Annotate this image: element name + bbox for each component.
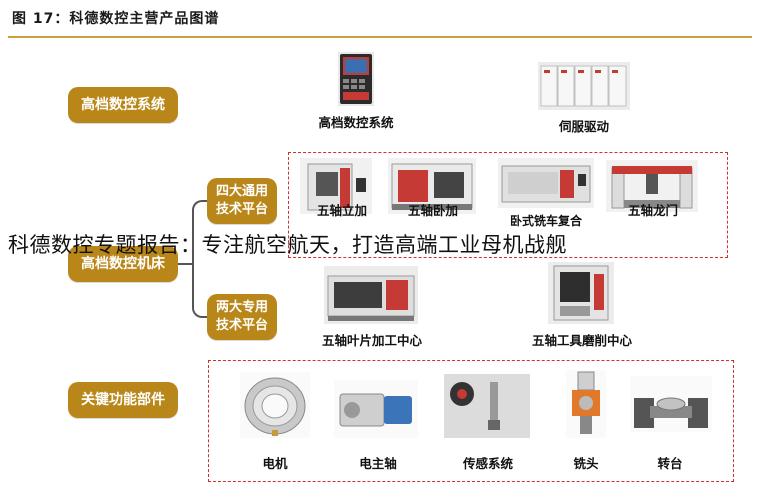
five-axis-vertical-image xyxy=(300,158,372,214)
cnc-panel-image xyxy=(338,52,374,106)
five-axis-horizontal-image xyxy=(388,158,476,214)
electric-spindle-image xyxy=(334,380,418,438)
turn-mill-lathe-caption: 卧式铣车复合 xyxy=(509,214,582,228)
motor-caption: 电机 xyxy=(262,456,288,471)
pill-general-platform: 四大通用 技术平台 xyxy=(207,178,277,224)
platform-bracket xyxy=(192,200,207,318)
milling-head-image xyxy=(566,370,606,438)
general-platform-box xyxy=(288,152,728,258)
pill-key-parts: 关键功能部件 xyxy=(68,382,178,418)
servo-drive-image xyxy=(538,62,630,110)
figure-title: 图 17：科德数控主营产品图谱 xyxy=(12,11,220,27)
pill-cnc-system: 高档数控系统 xyxy=(68,87,178,123)
turn-mill-lathe-image xyxy=(498,158,594,208)
cnc-system-caption: 高档数控系统 xyxy=(318,115,394,130)
blade-machining-center-image xyxy=(324,266,418,324)
pill-machine-tool: 高档数控机床 xyxy=(68,246,178,282)
report-overlay-text: 科德数控专题报告：专注航空航天，打造高端工业母机战舰 xyxy=(8,233,567,257)
electric-spindle-caption: 电主轴 xyxy=(359,456,397,471)
five-axis-gantry-caption: 五轴龙门 xyxy=(627,203,678,218)
five-axis-horizontal-caption: 五轴卧加 xyxy=(407,203,458,218)
bracket-stem xyxy=(178,263,192,265)
sensor-system-caption: 传感系统 xyxy=(462,456,513,471)
rotary-table-caption: 转台 xyxy=(657,456,683,471)
motor-image xyxy=(240,372,310,438)
milling-head-caption: 铣头 xyxy=(573,456,599,471)
pill-special-platform: 两大专用 技术平台 xyxy=(207,294,277,340)
key-parts-box xyxy=(208,360,734,482)
five-axis-vertical-caption: 五轴立加 xyxy=(316,203,367,218)
sensor-system-image xyxy=(444,374,530,438)
rotary-table-image xyxy=(630,376,712,432)
servo-drive-caption: 伺服驱动 xyxy=(558,119,609,134)
five-axis-gantry-image xyxy=(606,160,698,212)
tool-grinding-center-caption: 五轴工具磨削中心 xyxy=(531,333,632,348)
tool-grinding-center-image xyxy=(548,262,614,324)
blade-machining-center-caption: 五轴叶片加工中心 xyxy=(321,333,422,348)
title-rule xyxy=(8,36,752,38)
